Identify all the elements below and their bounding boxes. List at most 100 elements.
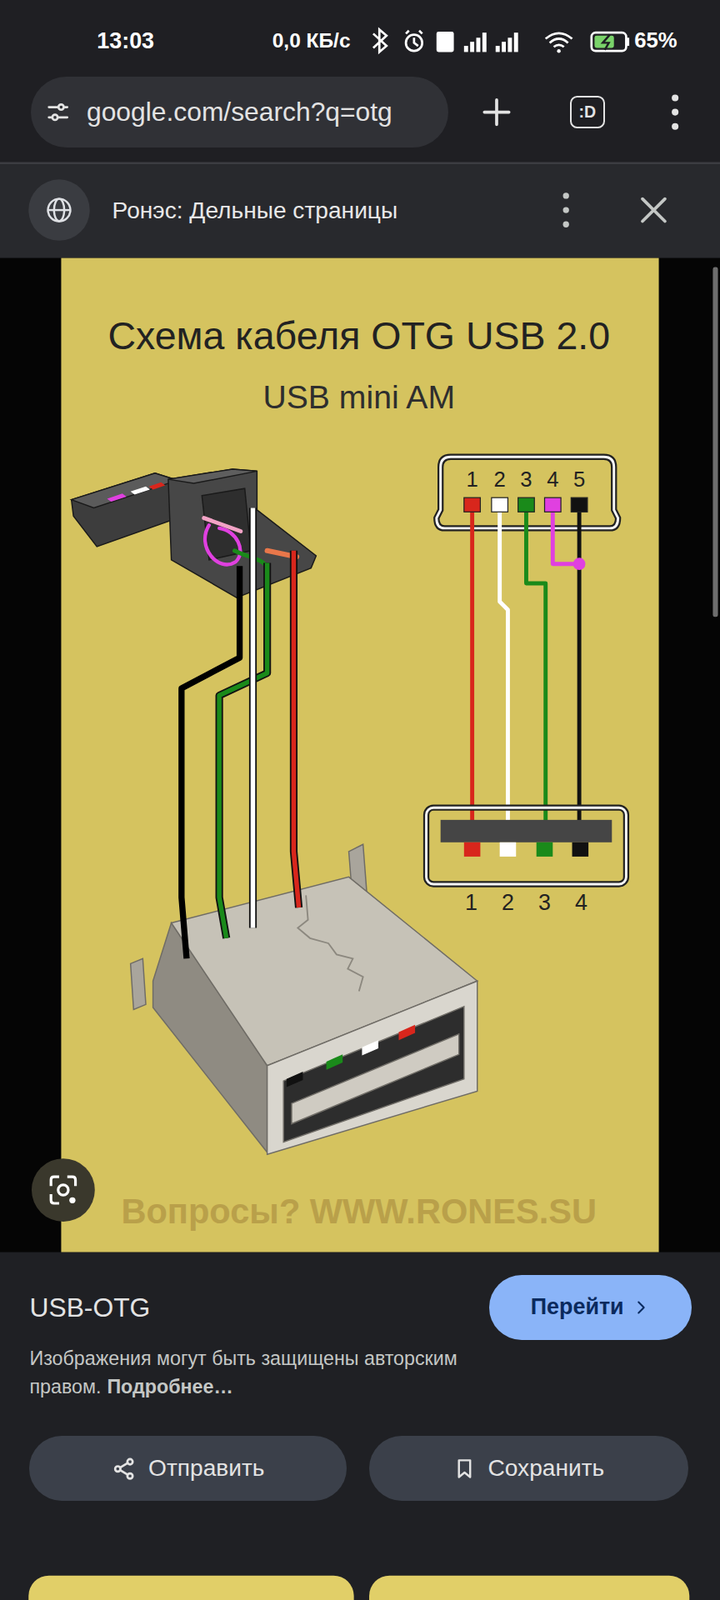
source-band (0, 164, 720, 259)
details-panel (0, 1252, 720, 1600)
share-icon (115, 1458, 133, 1478)
mini-usb-plug (130, 486, 150, 495)
status-icons (591, 32, 627, 51)
cable-wires (181, 507, 300, 959)
mini-pin-pads (518, 497, 535, 512)
cable-wires (219, 562, 268, 938)
copyright-note: Изображения могут быть защищены авторски… (29, 1347, 457, 1398)
schematic-wires (573, 557, 586, 570)
globe-icon (28, 179, 90, 240)
mini-pin-pads (545, 497, 562, 512)
tune-icon (45, 100, 70, 125)
clock: 13:03 (96, 27, 155, 54)
schematic-wires (552, 510, 580, 565)
plug-inner-wires (204, 518, 241, 532)
status-icons (514, 32, 519, 52)
usb-a-pinout (426, 807, 627, 885)
usb-a-pinout (572, 842, 590, 857)
status-icons (495, 45, 500, 52)
share-button-text: Отправить (148, 1455, 265, 1482)
visit-button: Перейти (489, 1275, 691, 1340)
usb-a-receptacle (130, 958, 146, 1010)
cable-wires (181, 565, 240, 959)
status-icons (436, 31, 455, 52)
tab-counter-text: :D (579, 102, 597, 122)
status-icons (625, 37, 630, 46)
address-bar-text: google.com/search?q=otg (86, 96, 393, 128)
pin-number: 4 (546, 468, 559, 494)
related-card (28, 1575, 354, 1600)
watermark: Вопросы? WWW.RONES.SU (120, 1191, 597, 1232)
usb-a-receptacle (399, 1025, 416, 1040)
mini-pin-pads (464, 497, 588, 512)
lens-button (50, 1176, 75, 1204)
status-icons (373, 29, 387, 52)
cable-wires (293, 550, 299, 908)
toolbar-icons (671, 94, 679, 101)
usb-a-receptacle (291, 1034, 460, 1125)
pin-number: 2 (494, 468, 506, 494)
bookmark-icon (459, 1460, 470, 1477)
band-controls (563, 221, 570, 228)
globe-icon (28, 179, 90, 240)
band-controls (563, 206, 570, 213)
schematic-wires (525, 510, 545, 829)
cable-wires (249, 507, 257, 928)
tune-icon (49, 104, 68, 120)
mini-usb-plug (168, 469, 257, 484)
battery-level: 65% (634, 28, 677, 54)
lens-button (69, 1197, 75, 1204)
pin-number: 3 (520, 468, 532, 494)
band-controls (563, 192, 570, 199)
pin-number: 5 (573, 468, 585, 494)
image-backdrop (0, 258, 720, 1253)
status-icons (482, 32, 487, 52)
globe-icon (48, 199, 71, 222)
bookmark-icon (459, 1460, 470, 1477)
usb-a-receptacle (297, 895, 363, 991)
visit-button-text: Перейти (530, 1294, 625, 1320)
toolbar-icons (484, 100, 509, 125)
status-icons (476, 37, 481, 52)
toolbar-icons (484, 94, 679, 130)
usb-a-receptacle (283, 1006, 465, 1143)
diagram-panel (60, 258, 659, 1253)
mini-usb-plug (71, 473, 178, 547)
usb-a-receptacle (326, 1054, 344, 1070)
mini-usb-plug (106, 493, 126, 502)
schematic-wires (500, 510, 509, 829)
status-icons (602, 35, 610, 50)
save-button: Сохранить (369, 1435, 689, 1501)
cable-wires (219, 562, 268, 938)
usb-a-pinout (464, 842, 481, 857)
toolbar-divider (0, 162, 720, 165)
usb-a-pinout (500, 842, 517, 857)
lens-button (50, 1176, 75, 1204)
tab-counter: :D (570, 95, 605, 129)
status-icons (405, 30, 423, 46)
status-icons (556, 49, 560, 53)
pin-number: 4 (575, 890, 588, 916)
related-card (369, 1575, 690, 1600)
cable-wires (293, 550, 299, 908)
save-button-text: Сохранить (487, 1455, 605, 1482)
source-bar-text: Ронэс: Дельные страницы (112, 197, 399, 225)
status-icons (501, 41, 506, 52)
status-icons (373, 29, 630, 53)
cable-wires (250, 507, 256, 928)
lens-button (31, 1158, 95, 1222)
usb-a-receptacle (267, 980, 478, 1155)
schematic-wires (470, 510, 475, 829)
status-icons (464, 32, 519, 52)
status-icons (545, 33, 573, 48)
schematic-wires (472, 510, 586, 829)
status-icons (464, 45, 469, 52)
mini-pin-pads (464, 497, 481, 512)
mini-usb-plug (149, 482, 166, 490)
globe-icon (48, 199, 71, 222)
net-speed: 0,0 КБ/с (272, 29, 351, 53)
diagram-title: Схема кабеля OTG USB 2.0 (107, 314, 610, 359)
usb-a-pinout (426, 807, 627, 885)
band-controls (563, 192, 665, 228)
pin-number: 3 (538, 890, 551, 916)
